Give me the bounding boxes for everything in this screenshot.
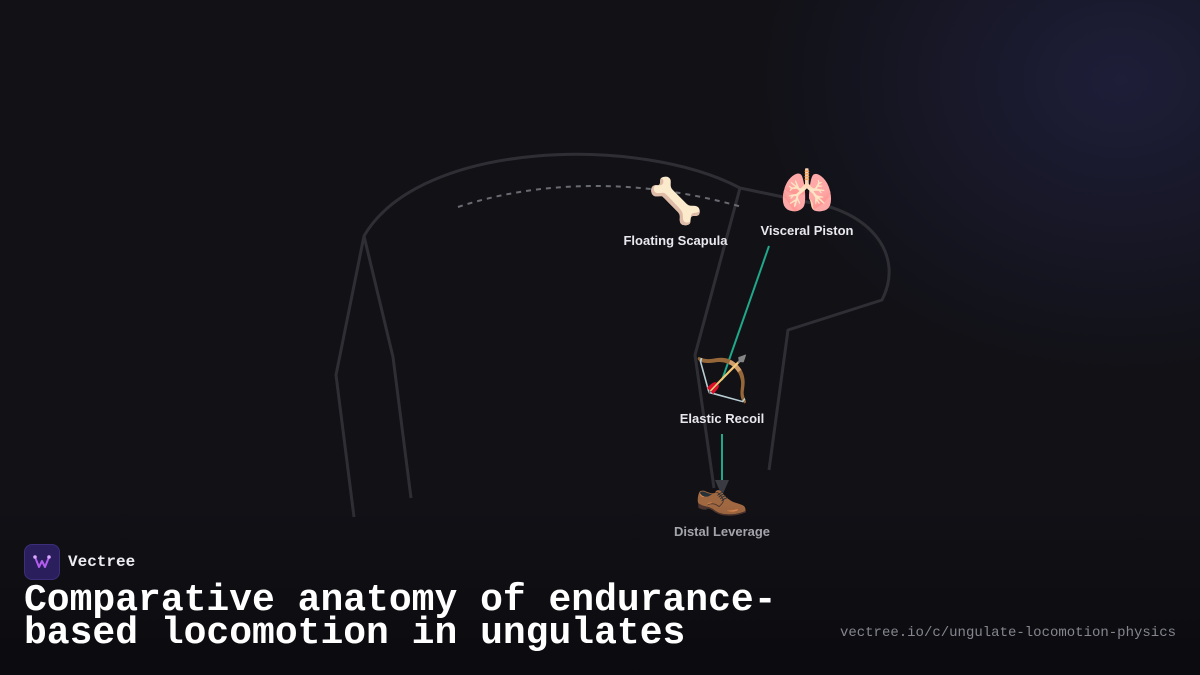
- lungs-icon: 🫁: [779, 167, 835, 216]
- node-elastic-recoil[interactable]: 🏹 Elastic Recoil: [672, 355, 772, 426]
- spine-dashed-line: [457, 185, 743, 208]
- edge-visceral-to-elastic: [721, 245, 770, 381]
- node-label: Elastic Recoil: [679, 411, 765, 426]
- brand-name: Vectree: [68, 553, 136, 571]
- node-floating-scapula[interactable]: 🦴 Floating Scapula: [618, 177, 733, 248]
- node-label: Floating Scapula: [623, 233, 728, 248]
- node-visceral-piston[interactable]: 🫁 Visceral Piston: [752, 167, 862, 238]
- node-distal-leverage[interactable]: 👞 Distal Leverage: [667, 468, 777, 539]
- node-label: Visceral Piston: [760, 223, 854, 238]
- bow-and-arrow-icon: 🏹: [694, 355, 750, 404]
- vectree-logo-icon: [24, 544, 60, 580]
- page-title: Comparative anatomy of endurance-based l…: [24, 579, 777, 655]
- edge-arrowhead: [715, 480, 729, 496]
- fore-leg-outline: [693, 187, 742, 489]
- shoe-icon: 👞: [694, 468, 750, 517]
- node-label: Distal Leverage: [673, 524, 771, 539]
- source-url[interactable]: vectree.io/c/ungulate-locomotion-physics: [839, 625, 1176, 641]
- bone-icon: 🦴: [648, 177, 703, 226]
- body-outline: [334, 152, 891, 518]
- brand[interactable]: Vectree: [24, 544, 135, 580]
- hind-leg-outline: [362, 235, 413, 499]
- animal-silhouette-outline: [334, 152, 891, 518]
